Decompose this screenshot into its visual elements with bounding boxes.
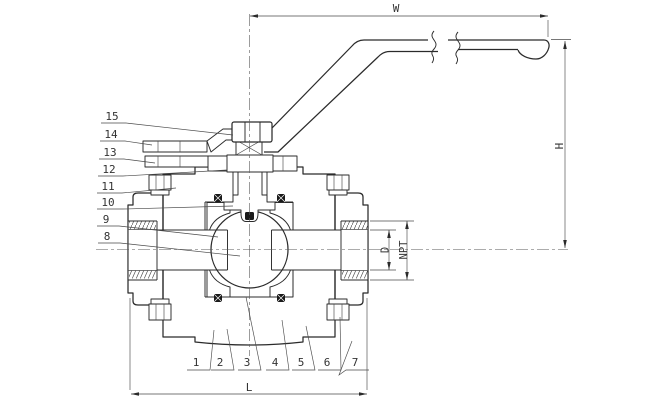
dim-label-l: L [246,381,253,394]
bore-lines [157,229,341,271]
callout-12-label: 12 [102,163,115,176]
body-bolt-top-right [326,174,350,196]
callout-14: 14 [100,128,153,146]
upper-lock-plate [142,128,234,153]
callout-1-label: 1 [193,356,200,369]
left-port-bore [128,221,157,280]
dimension-l: L [129,298,368,396]
callout-15: 15 [101,110,234,136]
seal-top-left [213,193,223,203]
callout-15-label: 15 [105,110,118,123]
body-bolt-top-left [148,174,172,196]
valve-body-group [127,164,369,346]
locking-plates [142,128,298,172]
dim-label-w: W [393,2,400,15]
dimension-w: W [250,2,549,37]
packing-gland [226,154,274,173]
body-bolt-bottom-left [148,298,172,321]
left-end-cap [127,192,164,306]
callout-12: 12 [98,163,228,177]
callout-5-label: 5 [298,356,305,369]
callout-14-label: 14 [104,128,118,141]
callout-2-label: 2 [217,356,224,369]
callout-3: 3 [238,296,262,371]
body-bolt-bottom-right [326,298,350,321]
dim-label-d: D [380,247,392,253]
seal-bottom-left [213,293,223,303]
callout-7: 7 [338,340,369,376]
callout-13: 13 [99,146,156,164]
right-port-bore [341,221,368,280]
callout-8-label: 8 [104,230,111,243]
central-body [162,166,336,346]
stem-pin [245,212,254,220]
seal-bottom-right [276,293,286,303]
callout-5: 5 [292,325,316,371]
left-port-threads [128,220,158,281]
callout-2: 2 [211,328,235,371]
callout-7-label: 7 [352,356,359,369]
right-end-cap [334,192,369,306]
handle-break-symbol [431,30,461,65]
callout-3-label: 3 [244,356,251,369]
callout-11: 11 [97,180,177,194]
callout-9-label: 9 [103,213,110,226]
lower-lock-plate [144,155,298,172]
callout-1: 1 [187,329,215,371]
callout-13-label: 13 [103,146,116,159]
stem [223,171,276,222]
seal-top-right [276,193,286,203]
dimension-h: H [551,39,571,248]
callout-6-label: 6 [324,356,331,369]
callout-11-label: 11 [101,180,114,193]
callout-10-label: 10 [101,196,114,209]
callout-6: 6 [318,316,342,371]
handle [260,30,550,153]
dimension-npt: NPT [370,220,414,281]
callout-10: 10 [97,196,234,210]
dim-label-npt: NPT [398,240,410,260]
callout-9: 9 [97,213,219,238]
callout-8: 8 [98,230,241,257]
body-seals [213,193,286,303]
centerlines [96,14,568,356]
dimension-d: D [370,229,396,271]
callout-4-label: 4 [272,356,279,369]
stem-hex-nut [231,121,273,143]
stem-top-assembly [226,121,274,173]
stem-square-section [235,139,263,156]
dim-label-h: H [553,143,566,150]
callout-4: 4 [266,319,290,371]
